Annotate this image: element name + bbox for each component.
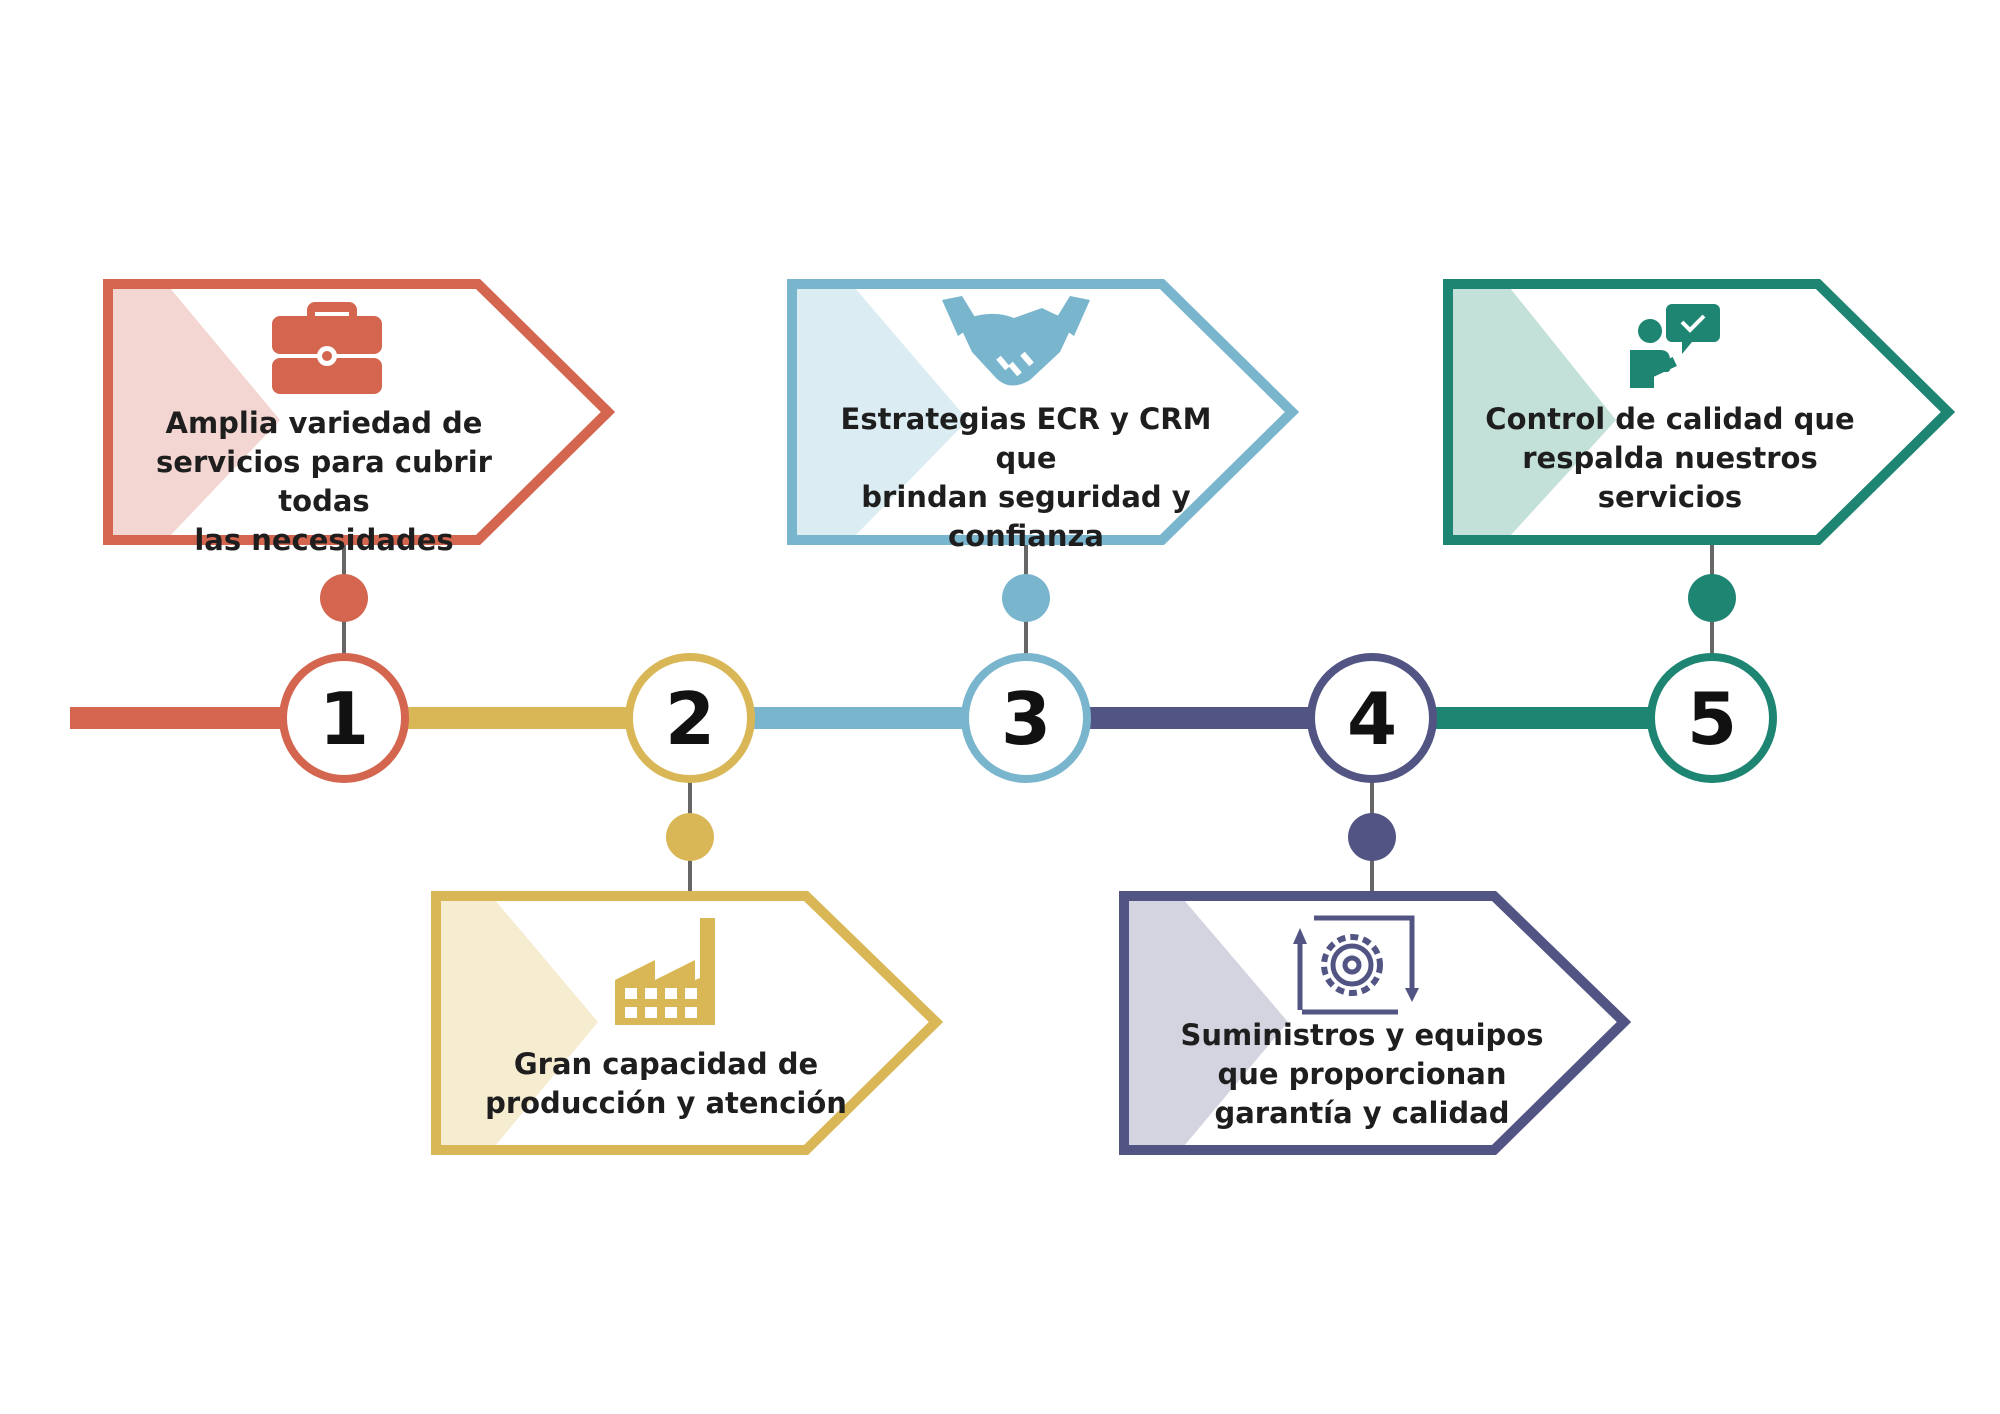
connector-2 (666, 780, 714, 892)
step-number-4: 4 (1347, 677, 1397, 761)
connector-dot-5 (1688, 574, 1736, 622)
connector-dot-4 (1348, 813, 1396, 861)
arrow-down-icon (1405, 988, 1419, 1002)
connector-dot-2 (666, 813, 714, 861)
timeline-segment-5 (1430, 707, 1650, 729)
step-number-5: 5 (1687, 677, 1737, 761)
step-circle-1: 1 (279, 653, 409, 783)
step-text-2: Gran capacidad de producción y atención (485, 1047, 847, 1120)
step-circle-2: 2 (625, 653, 755, 783)
step-box-1 (103, 279, 616, 545)
connector-5 (1688, 544, 1736, 655)
step-box-3 (787, 279, 1300, 545)
step-box-2 (431, 891, 944, 1155)
step-circle-5: 5 (1647, 653, 1777, 783)
step-circle-3: 3 (961, 653, 1091, 783)
step-number-2: 2 (665, 677, 715, 761)
step-number-1: 1 (319, 677, 369, 761)
timeline-segment-1 (70, 707, 284, 729)
gear-cycle-icon (1297, 915, 1415, 1015)
connector-4 (1348, 780, 1396, 892)
connector-dot-1 (320, 574, 368, 622)
timeline-segment-3 (746, 707, 968, 729)
step-circle-4: 4 (1307, 653, 1437, 783)
arrow-up-icon (1293, 928, 1307, 944)
step-text-1: Amplia variedad de servicios para cubrir… (156, 406, 492, 557)
step-text-5: Control de calidad que respalda nuestros… (1485, 402, 1855, 514)
timeline-segment-4 (1090, 707, 1308, 729)
step-text-4: Suministros y equipos que proporcionan g… (1180, 1018, 1544, 1130)
factory-icon (615, 918, 715, 1025)
step-text-3: Estrategias ECR y CRM que brindan seguri… (840, 402, 1212, 553)
step-box-4 (1119, 891, 1632, 1155)
connector-3 (1002, 544, 1050, 655)
timeline-segment-2 (406, 707, 626, 729)
briefcase-icon (272, 302, 382, 394)
quality-support-icon (1630, 304, 1720, 388)
handshake-icon (942, 296, 1090, 386)
connector-1 (320, 544, 368, 655)
connector-dot-3 (1002, 574, 1050, 622)
step-box-5 (1443, 279, 1956, 545)
step-number-3: 3 (1001, 677, 1051, 761)
